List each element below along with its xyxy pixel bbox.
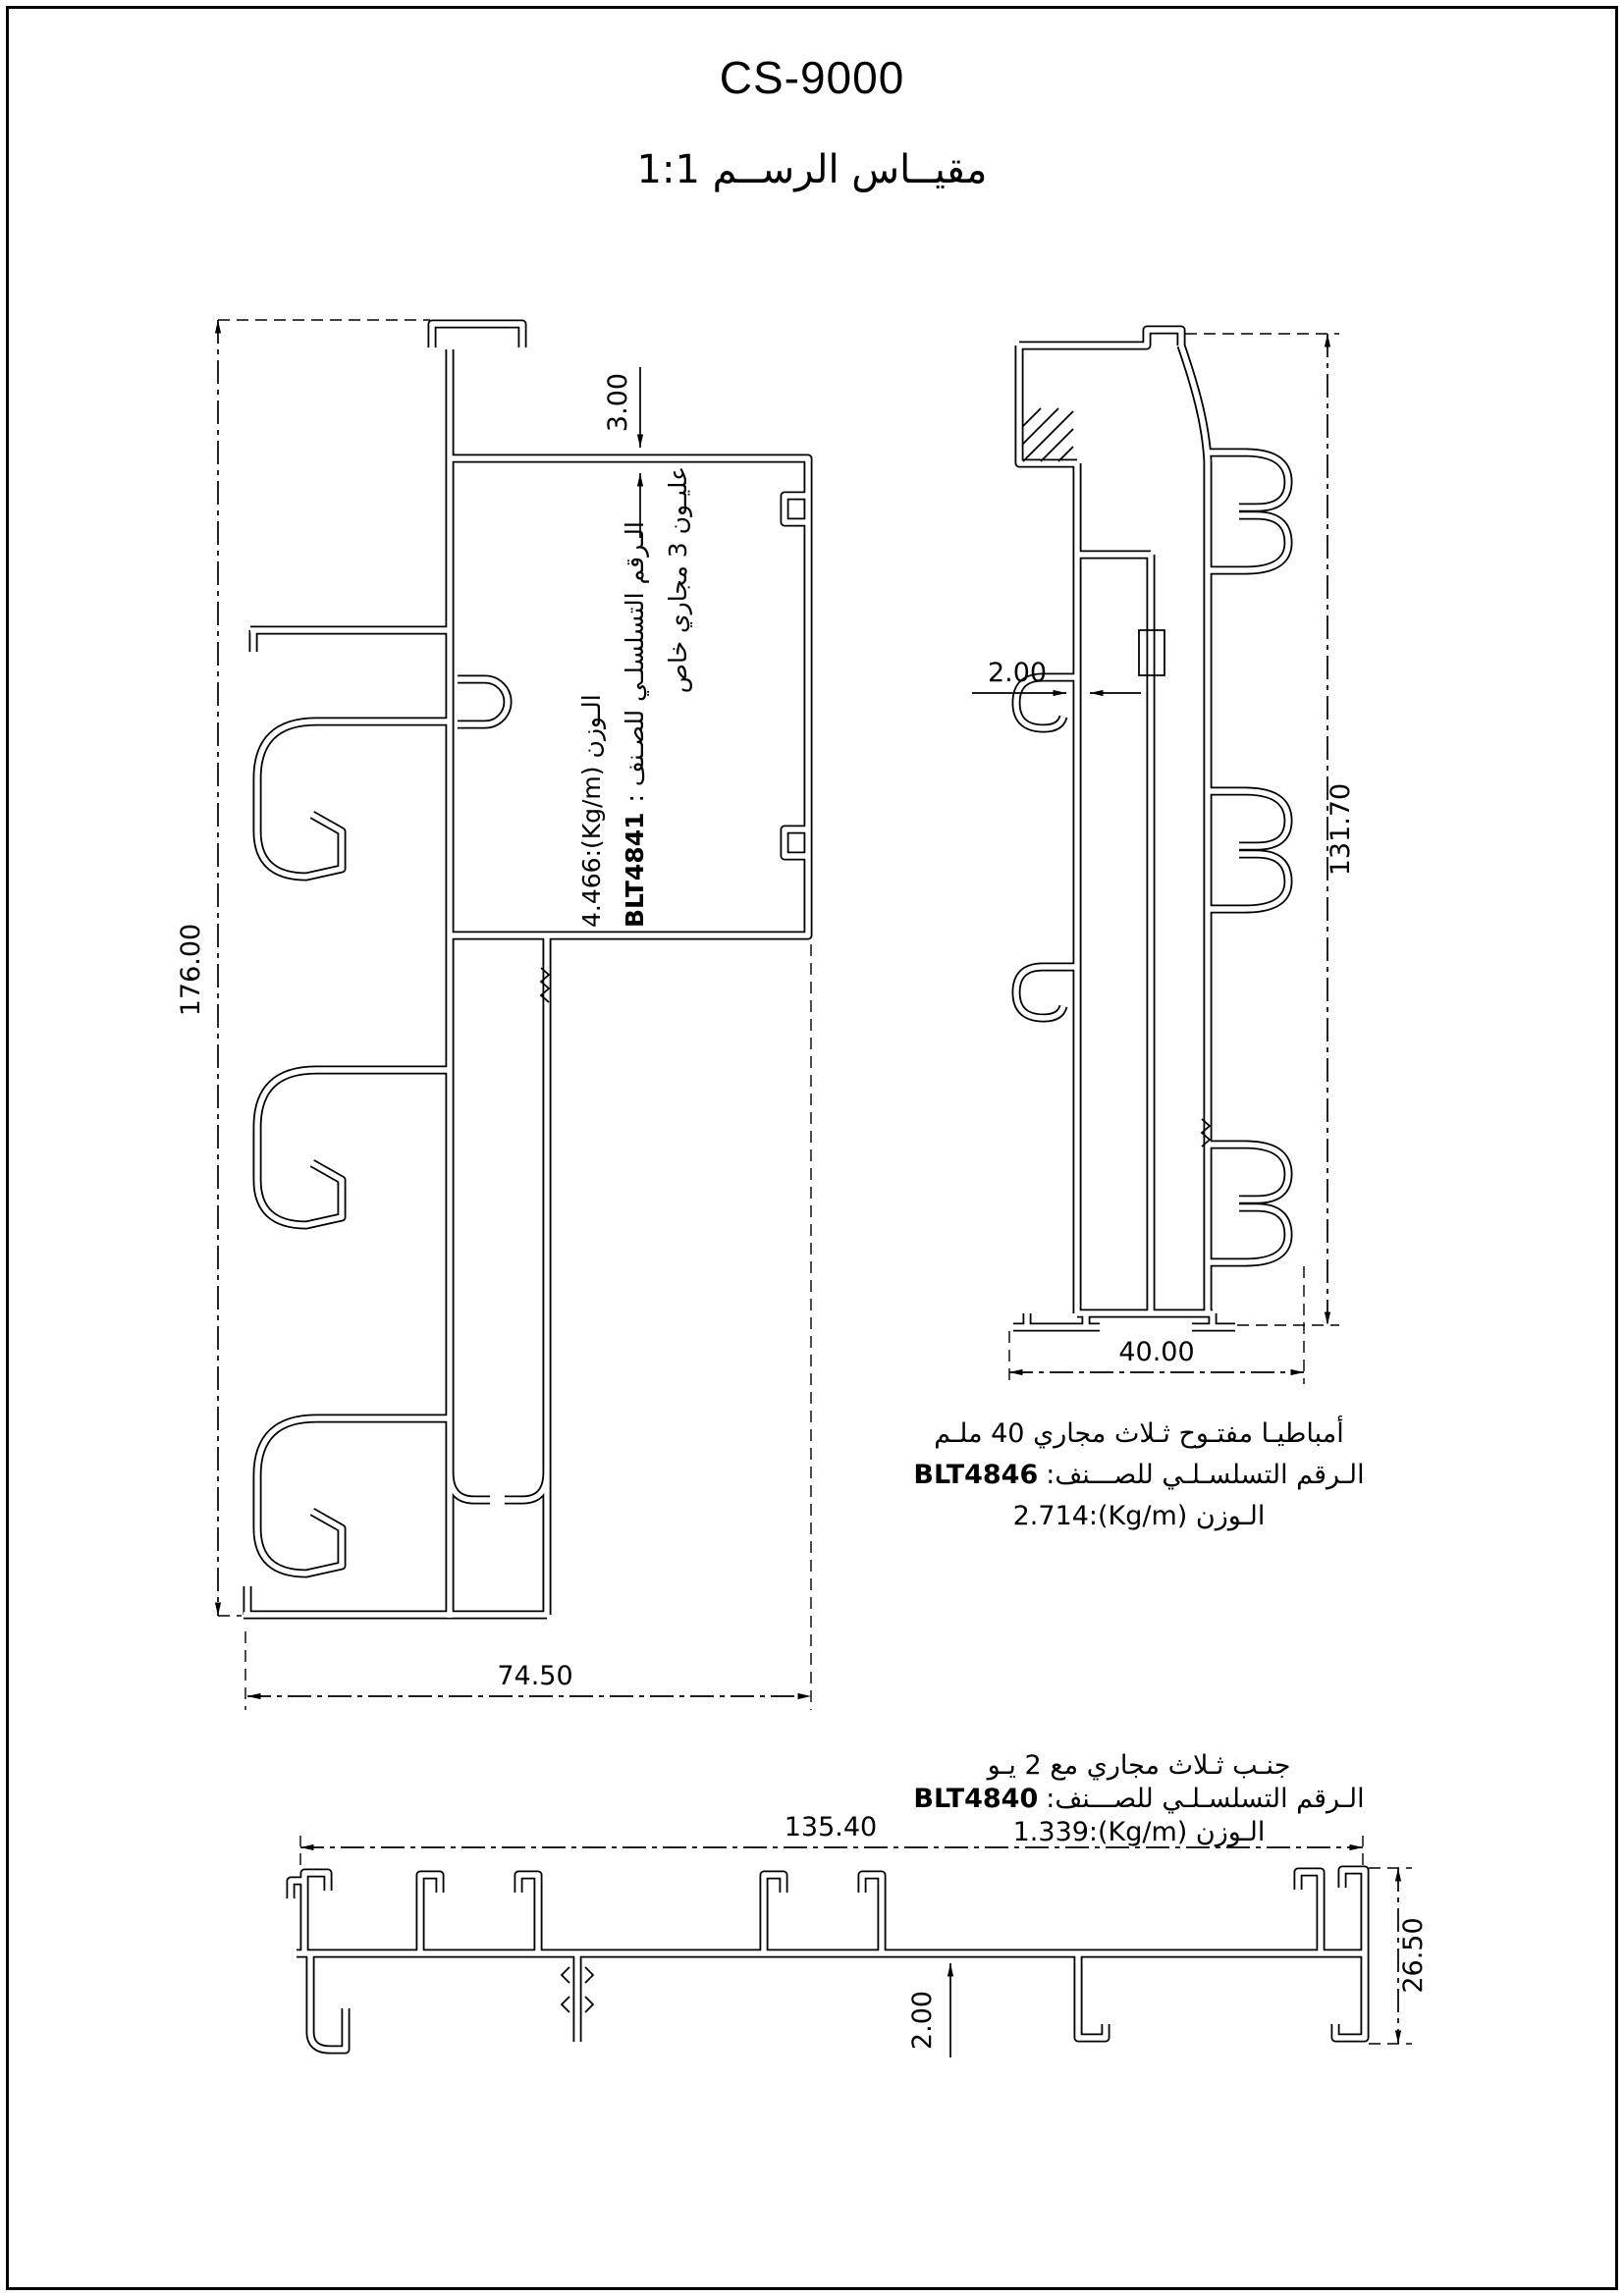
bottom-profile-dimensions: 135.40 26.50 2.00 (299, 1812, 1429, 2057)
bottom-profile-weight: 1.339:(Kg/m) الـوزن (1012, 1817, 1266, 1847)
bottom-profile-serial: BLT4840 الـرقم التسلسـلـي للصـــنف: (903, 1783, 1375, 1816)
dim-left-height: 176.00 (176, 924, 206, 1016)
right-profile-dimensions: 2.00 131.70 40.00 (972, 333, 1356, 1384)
dim-left-width: 74.50 (497, 1661, 572, 1691)
left-profile-serration-detail (539, 967, 551, 1003)
right-profile-serial: BLT4846 الـرقم التسلسـلـي للصـــنف: (903, 1455, 1375, 1496)
dim-left-wall: 3.00 (603, 373, 633, 432)
bottom-profile-serial-label: الـرقم التسلسـلـي للصـــنف: (1046, 1784, 1365, 1814)
drawing-title: CS-9000 (719, 52, 905, 103)
bottom-profile-serration-detail (560, 1966, 595, 2013)
bottom-profile-part-no: BLT4840 (913, 1784, 1039, 1814)
drawing-scale-label: مقيــاس الرســم 1:1 (636, 147, 988, 192)
bottom-profile-caption: جنـب ثـلاث مجاري مع 2 يـو BLT4840 الـرقم… (903, 1749, 1375, 1849)
left-profile-serial-label: الـرقم التسلسلـي للصـنف : (621, 521, 649, 803)
dim-bottom-width: 135.40 (785, 1812, 877, 1842)
bottom-profile-desc: جنـب ثـلاث مجاري مع 2 يـو (987, 1750, 1291, 1781)
bottom-profile-drawing (291, 1870, 1365, 2050)
left-profile-walls-inner (244, 324, 808, 1618)
dim-right-wall: 2.00 (988, 658, 1047, 688)
bottom-profile-walls-outer (291, 1870, 1365, 2050)
bottom-profile-walls-inner (291, 1870, 1365, 2050)
dim-right-width: 40.00 (1118, 1337, 1194, 1367)
left-profile-serial: BLT4841 الـرقم التسلسلـي للصـنف : (614, 466, 657, 928)
dim-bottom-height: 26.50 (1398, 1917, 1429, 1993)
sheet-border (6, 6, 1618, 2290)
dim-right-height: 131.70 (1326, 783, 1356, 876)
right-profile-desc: أمباطيـا مفتـوح ثـلاث مجاري 40 ملـم (934, 1418, 1344, 1449)
left-profile-drawing (244, 324, 808, 1618)
left-profile-desc: عليـون 3 مجاري خاص (664, 466, 692, 694)
left-profile-weight: 4.466:(Kg/m) الـوزن (577, 694, 606, 928)
left-profile-part-no: BLT4841 (621, 812, 649, 928)
right-profile-part-no: BLT4846 (913, 1460, 1039, 1490)
left-profile-dimensions: 176.00 74.50 3.00 (176, 319, 812, 1710)
right-profile-hatch-detail (1022, 407, 1074, 462)
left-profile-walls-outer (244, 324, 808, 1618)
right-profile-serial-label: الـرقم التسلسـلـي للصـــنف: (1046, 1460, 1365, 1490)
right-profile-walls-inner (1013, 330, 1288, 1327)
right-profile-tab-detail (1138, 629, 1212, 1148)
right-profile-caption: أمباطيـا مفتـوح ثـلاث مجاري 40 ملـم BLT4… (903, 1414, 1375, 1537)
left-profile-label-block: 4.466:(Kg/m) الـوزن BLT4841 الـرقم التسل… (570, 466, 702, 928)
right-profile-weight: 2.714:(Kg/m) الـوزن (1012, 1501, 1266, 1531)
dim-bottom-wall: 2.00 (907, 1991, 938, 2050)
